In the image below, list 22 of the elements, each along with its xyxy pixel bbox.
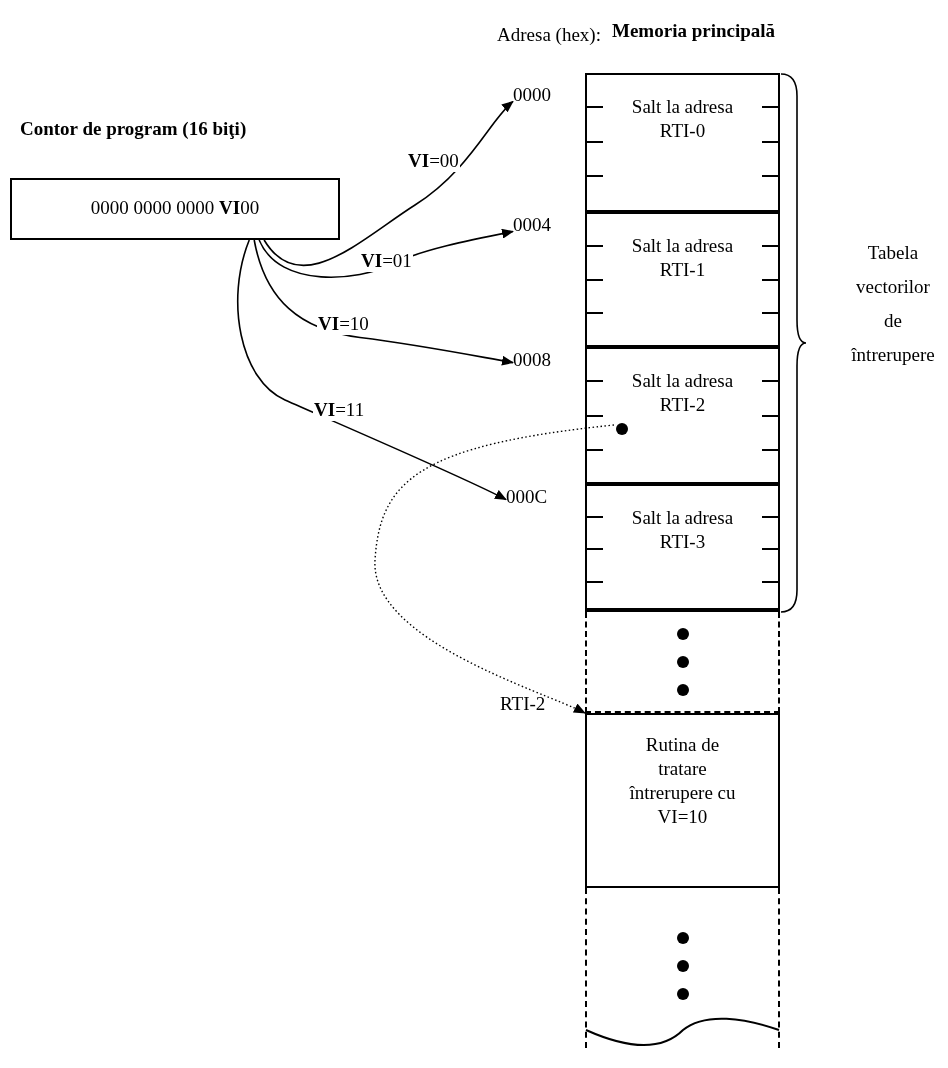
address-label: 000C <box>506 484 568 510</box>
column-heading: Memoria principală <box>612 20 776 42</box>
address-label: RTI-2 <box>500 693 546 715</box>
address-label: 0000 <box>513 82 563 108</box>
brace-label: Tabela vectorilor de întrerupere <box>850 241 936 367</box>
memory-cell: Salt la adresa RTI-3 <box>585 482 780 612</box>
memory-gap <box>585 612 780 713</box>
memory-cell: Salt la adresa RTI-1 <box>585 210 780 345</box>
routine-box: Rutina de tratare întrerupere cu VI=10 <box>585 713 780 888</box>
arrow <box>253 239 514 366</box>
arrow <box>374 424 615 714</box>
register-box: 0000 0000 0000 VI00 <box>10 178 340 240</box>
address-label: 0004 <box>513 212 563 238</box>
column-caption: Adresa (hex): <box>497 24 601 46</box>
arrow <box>263 100 514 267</box>
memory-cell: Salt la adresa RTI-2 <box>585 345 780 482</box>
memory-continuation <box>585 888 780 1048</box>
register-title: Contor de program (16 biţi) <box>20 118 247 140</box>
arrow <box>236 239 507 501</box>
dot <box>616 423 628 435</box>
memory-cell: Salt la adresa RTI-0 <box>585 73 780 210</box>
address-label: 0008 <box>513 347 563 373</box>
